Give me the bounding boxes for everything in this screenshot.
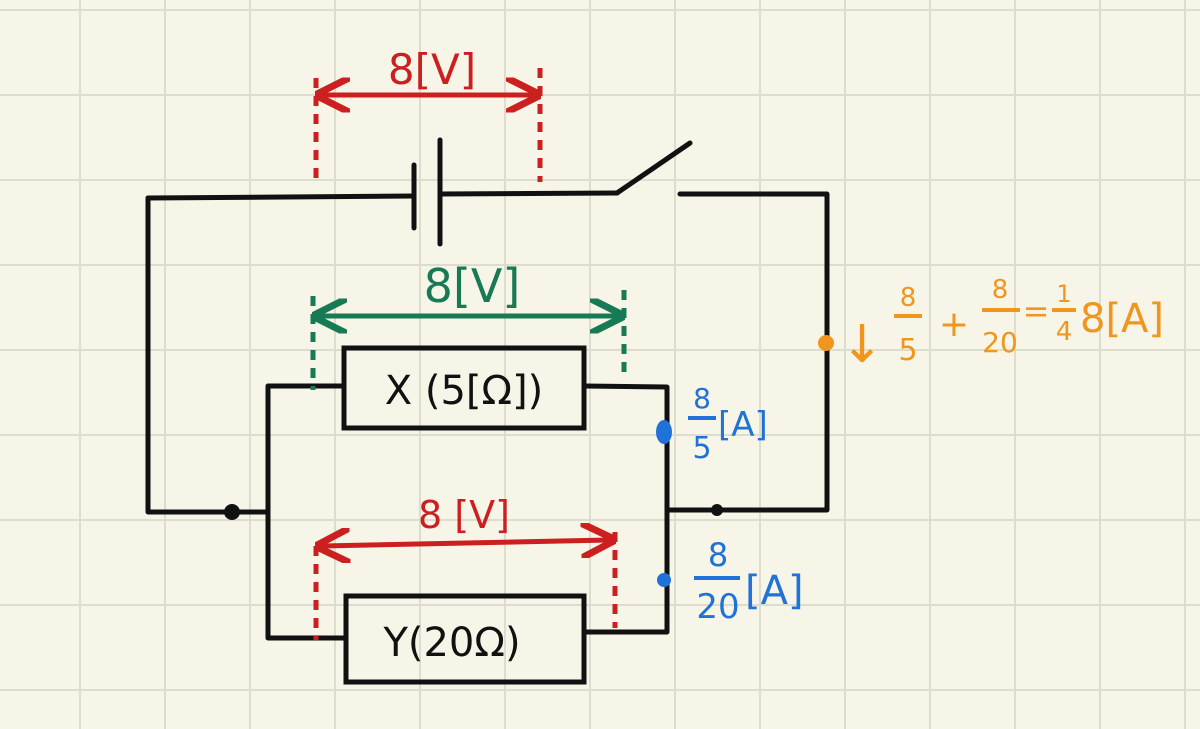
x-current-annotation: 8 5 [A]: [656, 382, 768, 466]
x-branch-right-wire: [581, 383, 670, 635]
x-voltage-label: 8[V]: [424, 259, 521, 313]
resistor-x-box: [341, 345, 587, 431]
y-branch-wire: [265, 509, 349, 641]
y-current-point: [657, 573, 671, 587]
resistor-y: Y(20Ω): [343, 593, 587, 685]
total-result-denominator: 4: [1056, 317, 1073, 347]
resistor-y-label: Y(20Ω): [382, 620, 520, 666]
total-equals: =: [1023, 292, 1050, 330]
total-current-point: [818, 335, 834, 351]
total-current-arrow: ↓: [840, 315, 884, 375]
y-current-denominator: 20: [696, 587, 739, 627]
y-current-unit: [A]: [745, 568, 804, 614]
switch-blade: [614, 140, 693, 196]
resistor-x: X (5[Ω]): [341, 345, 587, 431]
resistor-x-label: X (5[Ω]): [385, 368, 544, 414]
total-term1-denominator: 5: [898, 333, 917, 368]
total-plus: +: [939, 304, 969, 345]
x-current-point: [656, 420, 672, 444]
resistor-y-box: [343, 593, 587, 685]
battery-right-lead: [437, 190, 620, 197]
right-junction-dot: [711, 504, 723, 516]
battery-voltage-annotation: 8[V]: [313, 45, 543, 182]
x-current-numerator: 8: [693, 382, 711, 415]
total-result-numerator: 1: [1056, 280, 1071, 308]
y-current-numerator: 8: [708, 536, 728, 574]
x-branch-wire: [265, 383, 347, 515]
y-current-annotation: 8 20 [A]: [657, 536, 804, 627]
total-result-rest: 8[A]: [1080, 296, 1164, 342]
x-voltage-annotation: 8[V]: [310, 259, 627, 390]
left-junction-dot: [224, 504, 240, 520]
total-term2-denominator: 20: [982, 326, 1018, 359]
y-voltage-annotation: 8 [V]: [313, 493, 618, 640]
x-current-denominator: 5: [692, 431, 711, 466]
x-current-unit: [A]: [718, 405, 768, 445]
battery-voltage-label: 8[V]: [388, 45, 476, 94]
switch-right-lead: [665, 191, 830, 513]
total-current-annotation: ↓ 8 5 + 8 20 = 1 4 8[A]: [818, 275, 1164, 375]
total-term2-numerator: 8: [992, 275, 1009, 305]
y-voltage-label: 8 [V]: [418, 493, 510, 537]
total-term1-numerator: 8: [900, 283, 917, 313]
y-voltage-arrow: [322, 540, 609, 546]
battery-left-lead: [145, 193, 417, 201]
top-left-wire: [145, 195, 271, 515]
battery: [411, 137, 443, 247]
